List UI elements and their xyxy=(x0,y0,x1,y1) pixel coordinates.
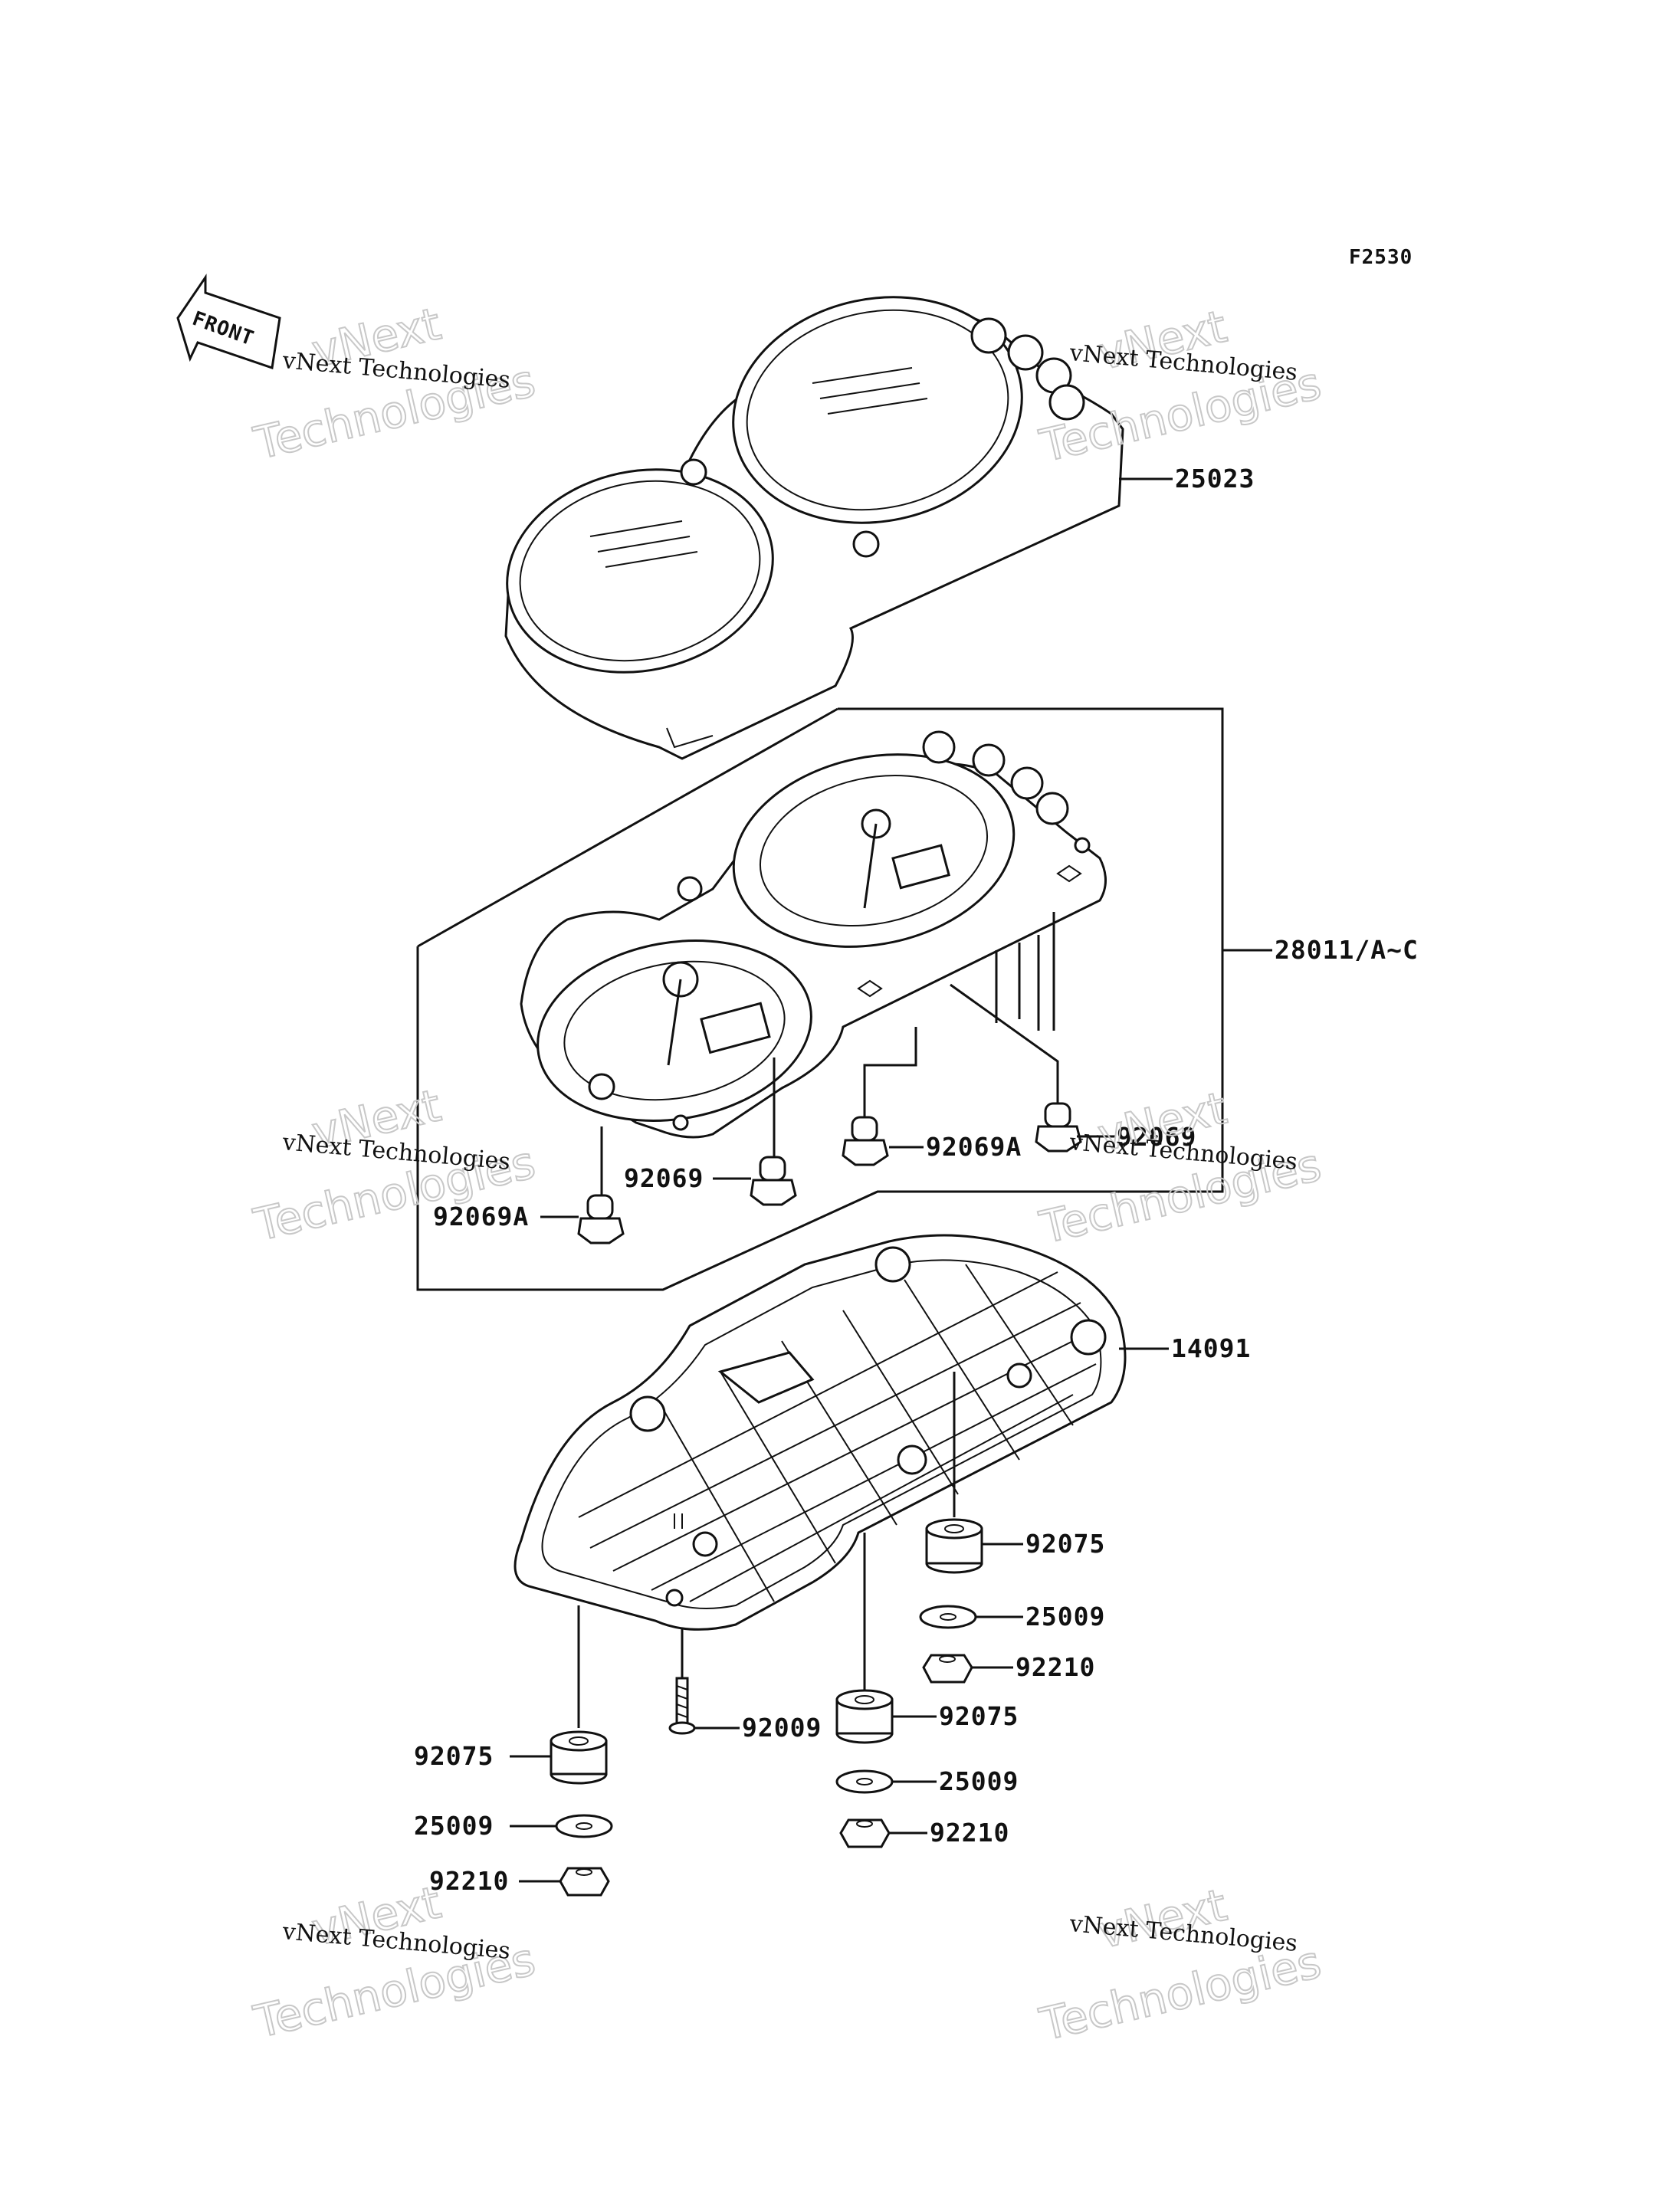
label-25023: 25023 xyxy=(1175,464,1255,494)
bulb-socket-92069-center xyxy=(750,1058,797,1206)
label-28011: 28011/A~C xyxy=(1275,935,1419,965)
washer-25009-center xyxy=(835,1769,894,1794)
bulb-socket-92069A-left xyxy=(577,1126,625,1244)
meter-assembly xyxy=(520,730,1107,1139)
damper-92075-left xyxy=(550,1730,608,1785)
front-arrow-icon: FRONT xyxy=(176,274,281,369)
label-92210-right: 92210 xyxy=(1016,1652,1095,1682)
label-25009-center: 25009 xyxy=(939,1766,1019,1796)
watermark-bottom-right: vNext Technologies xyxy=(1034,1878,1326,2052)
bulb-socket-92069-right xyxy=(950,912,1082,1153)
washer-25009-right xyxy=(919,1605,977,1629)
label-92069-center: 92069 xyxy=(624,1163,704,1193)
washer-25009-left xyxy=(555,1814,613,1838)
meter-cover xyxy=(504,296,1124,760)
label-92210-center: 92210 xyxy=(930,1818,1009,1848)
screw-92009 xyxy=(668,1628,696,1735)
damper-92075-right xyxy=(925,1518,983,1574)
label-92075-right: 92075 xyxy=(1025,1529,1105,1559)
label-92069A-left: 92069A xyxy=(433,1202,529,1231)
label-92069A-right: 92069A xyxy=(926,1132,1022,1162)
damper-92075-center xyxy=(835,1689,894,1744)
nut-92210-center xyxy=(839,1818,891,1848)
label-92075-center: 92075 xyxy=(939,1701,1019,1731)
meter-case xyxy=(514,1234,1127,1631)
nut-92210-left xyxy=(559,1867,610,1897)
label-92009: 92009 xyxy=(742,1713,822,1743)
nut-92210-right xyxy=(922,1654,973,1684)
label-14091: 14091 xyxy=(1171,1333,1251,1363)
label-92075-left: 92075 xyxy=(414,1741,494,1771)
label-25009-left: 25009 xyxy=(414,1811,494,1841)
label-25009-right: 25009 xyxy=(1025,1602,1105,1631)
label-92210-left: 92210 xyxy=(429,1866,509,1896)
assy-bracket xyxy=(416,707,1224,1291)
figure-code: F2530 xyxy=(1349,246,1413,269)
bulb-socket-92069A-right xyxy=(842,1027,917,1166)
assy-bracket-top xyxy=(417,707,838,948)
label-92069-right: 92069 xyxy=(1117,1122,1196,1152)
